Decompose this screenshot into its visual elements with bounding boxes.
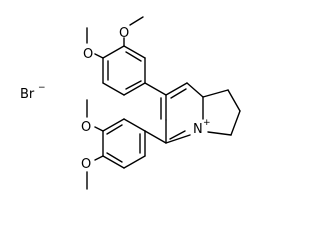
bond xyxy=(94,53,104,59)
bond xyxy=(202,89,229,98)
bond xyxy=(230,110,241,136)
upper-dimethoxyphenyl-ring xyxy=(102,45,146,96)
bond xyxy=(186,82,204,98)
bond xyxy=(165,134,191,144)
bromide-symbol: Br xyxy=(20,87,35,102)
double-bond xyxy=(169,130,186,140)
methyl-bond xyxy=(129,16,144,26)
aryl-core-bond xyxy=(144,82,167,96)
bond xyxy=(123,45,146,59)
bond xyxy=(123,155,146,169)
double-bond xyxy=(170,88,187,99)
nitrogen-symbol: N xyxy=(193,122,203,137)
bond xyxy=(227,89,241,112)
aryl-core-bond xyxy=(144,130,167,144)
bond xyxy=(165,82,188,96)
bond xyxy=(102,45,125,59)
oxygen-label: O xyxy=(81,120,91,135)
pyridinium-nitrogen: N + xyxy=(193,118,211,137)
lower-para-methoxy: O xyxy=(81,155,104,190)
bond xyxy=(102,155,125,169)
upper-meta-methoxy: O xyxy=(119,16,144,47)
bromide-charge: − xyxy=(38,83,46,93)
bond xyxy=(207,131,232,136)
nitrogen-charge: + xyxy=(203,118,211,128)
double-bond xyxy=(125,51,142,62)
upper-para-methoxy: O xyxy=(83,27,104,62)
bond xyxy=(94,126,104,132)
pyrrolidine-ring xyxy=(202,89,241,136)
structure-canvas: Br − O O xyxy=(20,16,241,190)
double-bond xyxy=(125,80,142,90)
bond xyxy=(94,155,104,161)
lower-meta-methoxy: O xyxy=(81,99,104,135)
oxygen-label: O xyxy=(83,47,93,62)
bond xyxy=(102,82,125,96)
pyridinium-ring xyxy=(160,82,204,144)
bromide-ion: Br − xyxy=(20,83,46,102)
oxygen-label: O xyxy=(119,26,129,41)
bond xyxy=(102,118,125,132)
molecule-drawing: Br − O O xyxy=(20,16,241,190)
oxygen-label: O xyxy=(81,157,91,172)
bond xyxy=(123,82,146,96)
double-bond xyxy=(106,152,123,163)
lower-dimethoxyphenyl-ring xyxy=(102,118,146,169)
double-bond xyxy=(106,124,123,135)
bond xyxy=(123,118,146,132)
